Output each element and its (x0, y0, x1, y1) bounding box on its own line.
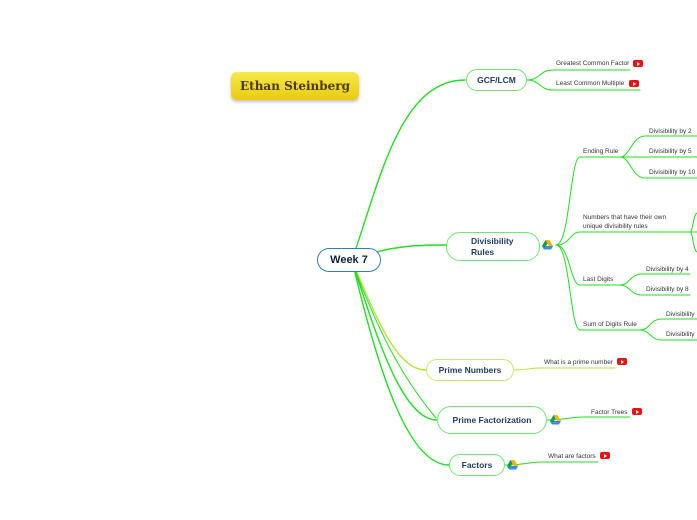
leaf-what-is-a-prime-number[interactable]: What is a prime number (544, 359, 613, 366)
google-drive-icon[interactable] (542, 240, 553, 250)
link-factors (351, 259, 450, 466)
leaf-what-are-factors[interactable]: What are factors (548, 453, 596, 460)
topic-divisibility-label: Divisibility Rules (471, 235, 514, 257)
leaf-divisibility-by-10[interactable]: Divisibility by 10 (649, 169, 696, 176)
link-gcf (351, 79, 466, 261)
youtube-icon[interactable] (633, 60, 643, 67)
branch-unique-rules[interactable]: Numbers that have their own unique divis… (583, 214, 667, 230)
branch-ending-rule[interactable]: Ending Rule (583, 148, 619, 155)
google-drive-icon[interactable] (507, 460, 518, 470)
leaf-divisibility-by-8[interactable]: Divisibility by 8 (646, 286, 689, 293)
author-title: Ethan Steinberg (231, 72, 359, 100)
leaf-least-common-multiple[interactable]: Least Common Multiple (556, 80, 625, 87)
link-prime-numbers (351, 259, 427, 371)
leaf-factor-trees[interactable]: Factor Trees (591, 409, 628, 416)
google-drive-icon[interactable] (550, 415, 561, 425)
youtube-icon[interactable] (629, 80, 639, 87)
topic-factors[interactable]: Factors (449, 454, 505, 476)
leaf-divisibility-by-4[interactable]: Divisibility by 4 (646, 266, 689, 273)
central-topic[interactable]: Week 7 (317, 248, 381, 272)
topic-divisibility-rules[interactable]: Divisibility Rules (446, 232, 540, 261)
topic-prime-factorization[interactable]: Prime Factorization (437, 406, 547, 434)
link-prime-factorization (351, 259, 438, 421)
branch-sum-of-digits[interactable]: Sum of Digits Rule (583, 321, 637, 328)
branch-last-digits[interactable]: Last Digits (583, 276, 614, 283)
link-extra-1 (351, 261, 437, 419)
leaf-divisibility-by-2[interactable]: Divisibility by 2 (649, 128, 692, 135)
leaf-sum-divisibility-1[interactable]: Divisibility (666, 311, 695, 318)
topic-gcf-lcm[interactable]: GCF/LCM (466, 69, 527, 91)
leaf-greatest-common-factor[interactable]: Greatest Common Factor (556, 60, 630, 67)
topic-prime-numbers[interactable]: Prime Numbers (426, 359, 514, 381)
leaf-sum-divisibility-2[interactable]: Divisibility (666, 331, 695, 338)
youtube-icon[interactable] (632, 408, 642, 415)
youtube-icon[interactable] (600, 452, 610, 459)
youtube-icon[interactable] (617, 358, 627, 365)
leaf-divisibility-by-5[interactable]: Divisibility by 5 (649, 148, 692, 155)
